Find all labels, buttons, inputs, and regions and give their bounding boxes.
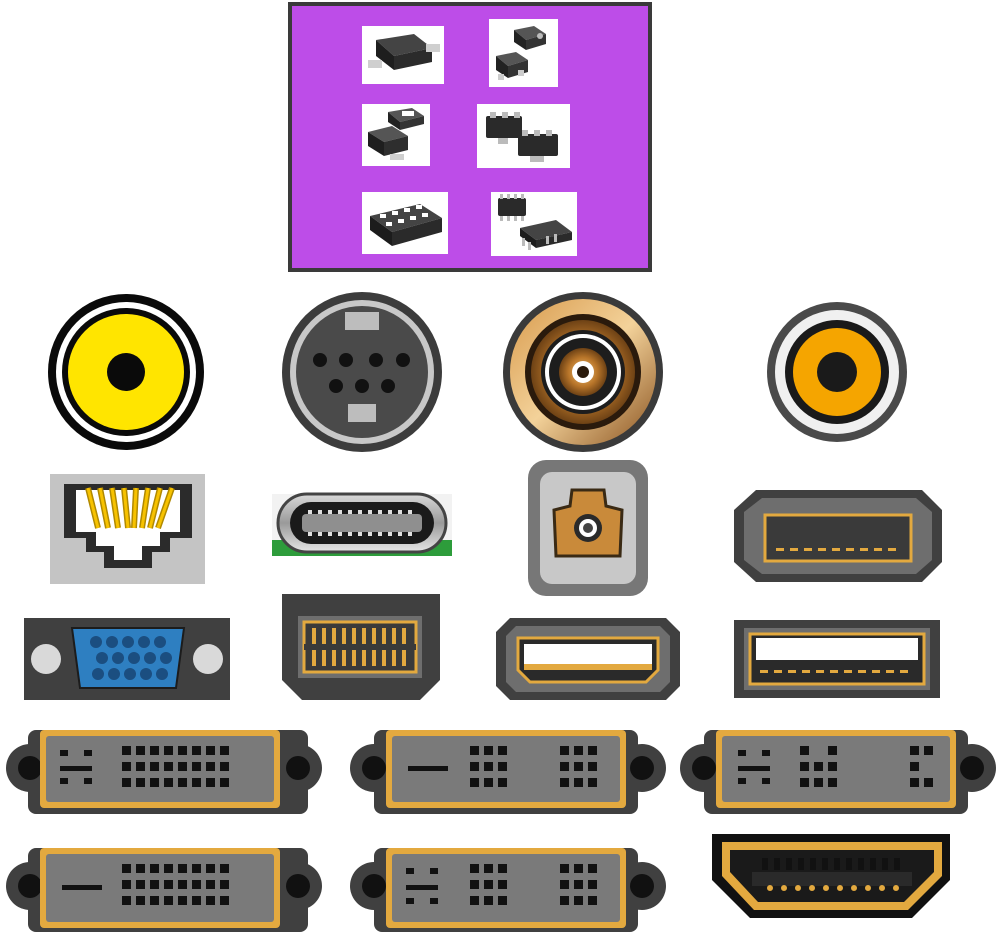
dvi-i-dual-link-port-icon xyxy=(6,730,322,814)
smd-package-msop-icon xyxy=(491,192,577,256)
thunderbolt-mini-displayport-icon xyxy=(282,594,440,700)
smd-package-panel xyxy=(288,2,652,272)
vga-port-icon xyxy=(24,618,230,700)
mini-din-svideo-port-icon xyxy=(282,292,442,452)
smd-package-sod-icon xyxy=(362,26,444,84)
smd-package-dfn-icon xyxy=(362,192,448,254)
mini-hdmi-port-icon xyxy=(496,618,680,700)
smd-package-sot223-icon xyxy=(477,104,570,168)
smd-package-sot23-icon xyxy=(489,19,558,87)
dvi-d-single-link-port-icon xyxy=(350,730,666,814)
usb-c-port-icon xyxy=(272,492,452,556)
usb-a-port-icon xyxy=(734,620,940,698)
dvi-i-single-link-port-icon xyxy=(350,848,666,932)
displayport-port-icon xyxy=(734,490,942,582)
optical-toslink-port-icon xyxy=(528,460,648,596)
dvi-a-port-icon xyxy=(680,730,996,814)
smd-package-sot89-icon xyxy=(362,104,430,166)
hdmi-port-icon xyxy=(712,834,950,918)
rca-yellow-jack-icon xyxy=(48,294,204,450)
dvi-d-dual-link-port-icon xyxy=(6,848,322,932)
coaxial-copper-jack-icon xyxy=(503,292,663,452)
rj45-ethernet-port-icon xyxy=(50,474,205,584)
rca-orange-jack-icon xyxy=(767,302,907,442)
